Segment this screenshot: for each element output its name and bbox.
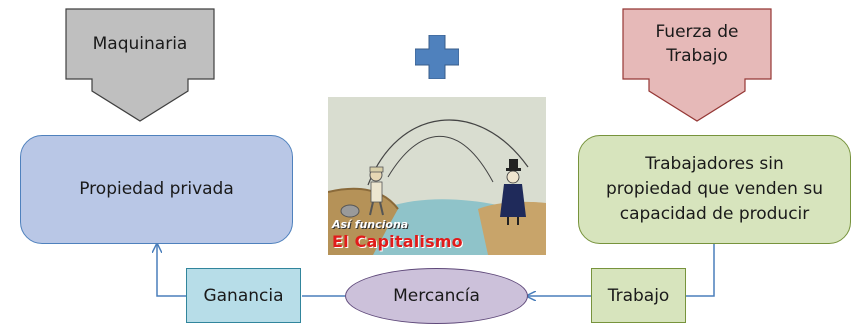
- connector-trabajadores-trabajo: [686, 244, 715, 297]
- trabajadores-line1: Trabajadores sin: [645, 154, 784, 174]
- illustration-caption-line1: Así funciona: [332, 218, 409, 231]
- propiedad-privada-box: Propiedad privada: [20, 135, 293, 244]
- fuerza-trabajo-callout: Fuerza de Trabajo: [622, 8, 772, 122]
- maquinaria-callout: Maquinaria: [65, 8, 215, 122]
- mercancia-label: Mercancía: [393, 286, 480, 306]
- propiedad-privada-label: Propiedad privada: [79, 179, 234, 199]
- trabajadores-box: Trabajadores sin propiedad que venden su…: [578, 135, 851, 244]
- fuerza-trabajo-line1: Fuerza de: [655, 22, 739, 42]
- connector-ganancia-propiedad: [157, 245, 186, 297]
- ganancia-box: Ganancia: [186, 268, 301, 323]
- fuerza-trabajo-callout-shape: [622, 8, 772, 122]
- trabajo-box: Trabajo: [591, 268, 686, 323]
- plus-cross-icon: [415, 35, 459, 79]
- trabajo-label: Trabajo: [607, 285, 670, 306]
- fishing-scene-image: [328, 97, 546, 255]
- fuerza-trabajo-line2: Trabajo: [666, 46, 728, 66]
- trabajadores-line3: capacidad de producir: [619, 204, 810, 224]
- mercancia-ellipse: Mercancía: [345, 268, 528, 324]
- capitalismo-illustration: Así funciona El Capitalismo: [328, 97, 546, 255]
- trabajadores-line2: propiedad que venden su: [606, 179, 823, 199]
- maquinaria-label: Maquinaria: [92, 34, 188, 54]
- ganancia-label: Ganancia: [203, 285, 284, 306]
- fuerza-trabajo-label: Fuerza de Trabajo: [623, 9, 771, 79]
- maquinaria-callout-shape: [65, 8, 215, 122]
- illustration-caption-line2: El Capitalismo: [332, 232, 463, 251]
